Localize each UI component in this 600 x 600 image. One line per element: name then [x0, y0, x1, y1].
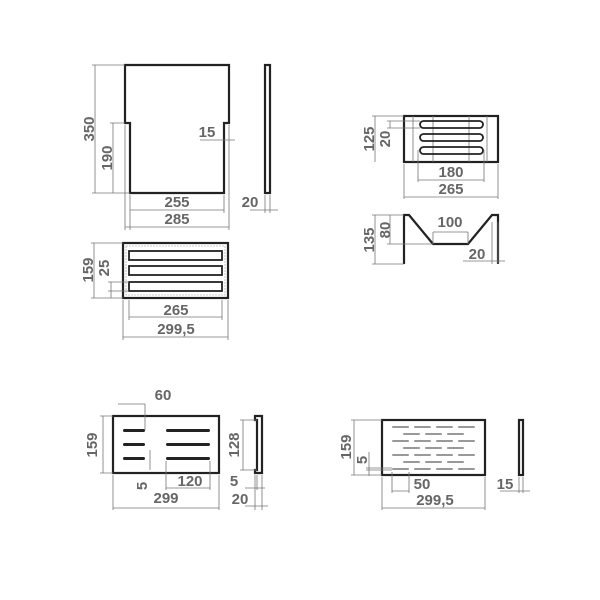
dim-5: 5	[230, 473, 238, 490]
view-middle-left: 159 25 265 299,5	[80, 241, 230, 340]
dim-15: 15	[199, 124, 216, 141]
dim-120: 120	[177, 473, 202, 490]
dim-20: 20	[232, 491, 249, 508]
dim-285: 285	[164, 211, 189, 228]
dim-135: 135	[361, 227, 378, 252]
view-profile: 135 80 100 20	[361, 213, 505, 265]
dim-265: 265	[163, 302, 188, 319]
dim-299-5: 299,5	[157, 321, 195, 338]
dim-60: 60	[155, 387, 172, 404]
view-bottom-left: 60 159 5 120 299 128 5 20	[84, 387, 268, 510]
panel-outline	[123, 63, 231, 195]
dim-159: 159	[338, 434, 355, 459]
dim-125: 125	[361, 126, 378, 151]
perforations	[392, 426, 475, 470]
dim-100: 100	[437, 214, 462, 231]
dim-265: 265	[438, 181, 463, 198]
view-bottom-right: 159 5 50 299,5 15	[338, 418, 530, 510]
dim-5: 5	[134, 482, 151, 490]
dim-299-5: 299,5	[416, 492, 454, 509]
dim-15: 15	[497, 476, 514, 493]
dim-255: 255	[164, 194, 189, 211]
dim-350: 350	[81, 116, 98, 141]
dim-50: 50	[414, 476, 431, 493]
dim-80: 80	[377, 222, 394, 239]
dim-159: 159	[84, 432, 101, 457]
grid-plate-side	[253, 414, 264, 475]
dim-20: 20	[242, 194, 259, 211]
panel-side	[263, 63, 272, 195]
v-profile	[402, 213, 500, 264]
dim-5: 5	[354, 456, 371, 464]
dim-190: 190	[99, 145, 116, 170]
dim-20: 20	[469, 246, 486, 263]
dim-25: 25	[96, 260, 113, 277]
dim-20: 20	[377, 131, 394, 148]
perforated-plate-side	[517, 418, 525, 477]
grate-top-outline	[402, 114, 500, 164]
dim-159: 159	[80, 257, 97, 282]
dim-299: 299	[153, 490, 178, 507]
view-top-left: 350 190 15 255 285 20	[81, 63, 278, 230]
grate-outline	[121, 241, 230, 300]
view-top-right: 125 20 180 265	[361, 114, 500, 199]
dim-128: 128	[226, 432, 243, 457]
perforated-plate-outline	[380, 418, 487, 477]
dim-180: 180	[438, 164, 463, 181]
